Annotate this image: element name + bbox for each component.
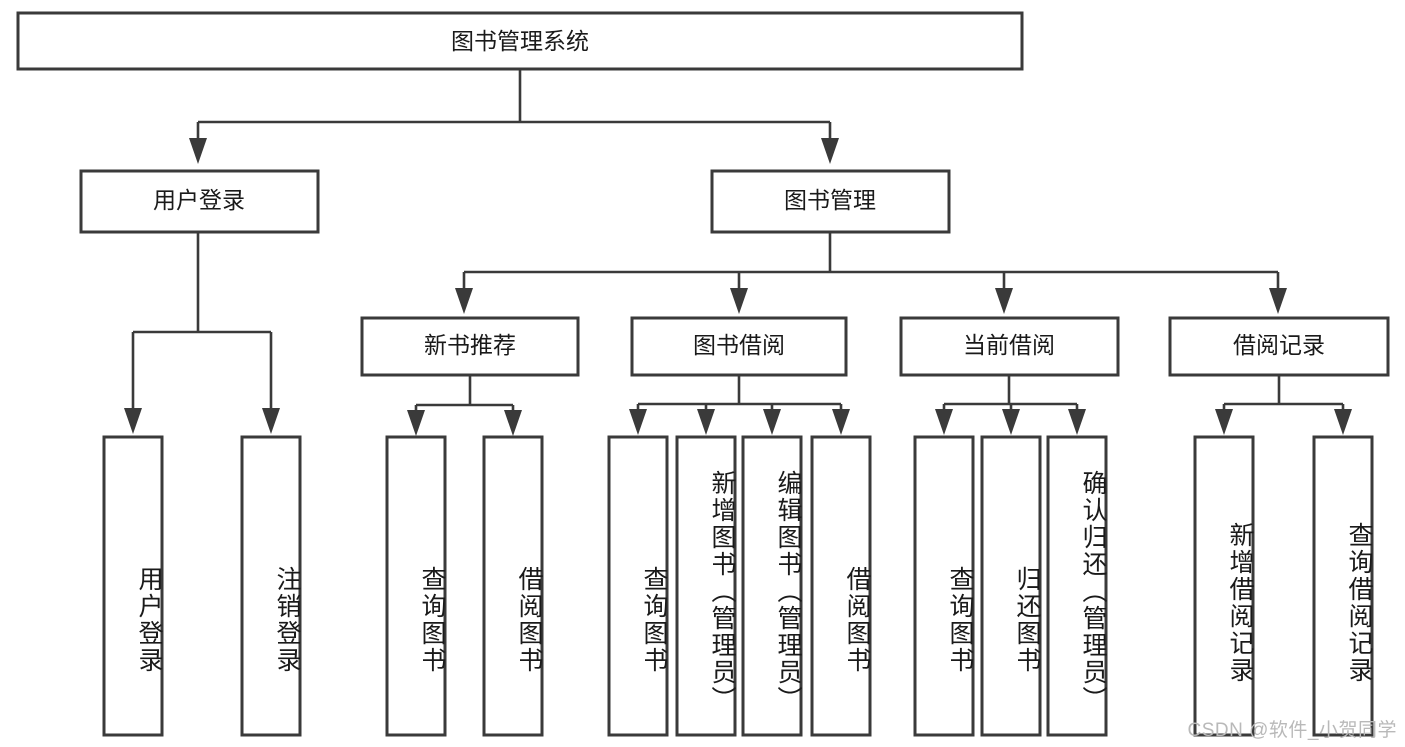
leaf-box-logout[interactable]	[240, 435, 302, 737]
connector-borrow-record-to-leaves	[1215, 375, 1352, 435]
connector-root-to-level2	[189, 69, 839, 164]
leaf-box-query-book-bb[interactable]	[607, 435, 669, 737]
node-book-management[interactable]: 图书管理	[710, 169, 951, 234]
connector-book-borrow-to-leaves	[629, 375, 850, 435]
leaf-box-query-borrow-record[interactable]	[1312, 435, 1374, 737]
node-current-borrow[interactable]: 当前借阅	[899, 316, 1120, 377]
node-root-book-management-system[interactable]: 图书管理系统	[16, 11, 1024, 71]
leaf-box-borrow-book-nb[interactable]	[482, 435, 544, 737]
leaf-box-edit-book-admin[interactable]	[741, 435, 803, 737]
csdn-watermark: CSDN @软件_小贺同学	[1187, 720, 1397, 741]
node-current-borrow-label: 当前借阅	[963, 332, 1055, 358]
node-book-borrow-label: 图书借阅	[693, 332, 785, 358]
connector-user-login-to-leaves	[124, 232, 280, 434]
leaf-box-query-book-nb[interactable]	[385, 435, 447, 737]
node-root-label: 图书管理系统	[451, 28, 589, 54]
node-book-management-label: 图书管理	[784, 187, 876, 213]
node-new-book-recommend-label: 新书推荐	[424, 332, 516, 358]
connector-book-manage-to-level3	[455, 232, 1287, 314]
connector-new-book-to-leaves	[407, 375, 522, 436]
leaf-box-return-book[interactable]	[980, 435, 1042, 737]
connector-current-borrow-to-leaves	[935, 375, 1086, 435]
node-new-book-recommend[interactable]: 新书推荐	[360, 316, 580, 377]
node-user-login-label: 用户登录	[153, 187, 245, 213]
node-book-borrow[interactable]: 图书借阅	[630, 316, 848, 377]
leaf-box-query-book-cb[interactable]	[913, 435, 975, 737]
node-borrow-record-label: 借阅记录	[1233, 332, 1325, 358]
node-borrow-record[interactable]: 借阅记录	[1168, 316, 1390, 377]
leaf-box-add-book-admin[interactable]	[675, 435, 737, 737]
leaf-box-confirm-return-admin[interactable]	[1046, 435, 1108, 737]
leaf-box-borrow-book-bb[interactable]	[810, 435, 872, 737]
node-user-login[interactable]: 用户登录	[79, 169, 320, 234]
leaf-box-user-login[interactable]	[102, 435, 164, 737]
leaf-box-add-borrow-record[interactable]	[1193, 435, 1255, 737]
